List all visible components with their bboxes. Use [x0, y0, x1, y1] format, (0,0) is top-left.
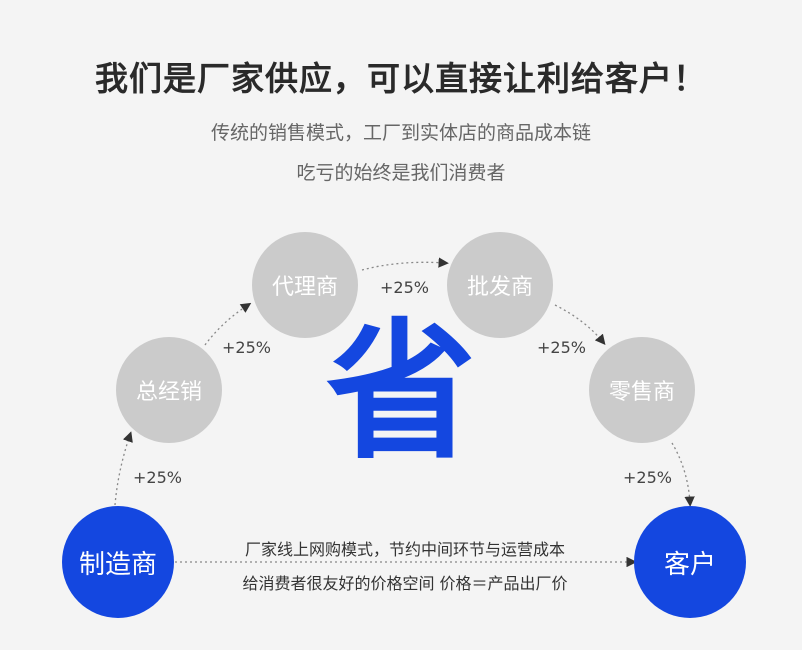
arrow-wholesaler-to-retailer [554, 304, 606, 346]
description-line-2: 给消费者很友好的价格空间 价格＝产品出厂价 [242, 574, 568, 593]
save-character: 省 [325, 306, 476, 480]
markup-agent-wholesaler: +25% [380, 278, 429, 297]
subtitle-line-1: 传统的销售模式，工厂到实体店的商品成本链 [210, 122, 591, 144]
markup-manufacturer-distributor: +25% [133, 468, 182, 487]
description-line-1: 厂家线上网购模式，节约中间环节与运营成本 [244, 540, 565, 559]
node-wholesaler: 批发商 [447, 232, 553, 338]
markup-retailer-customer: +25% [623, 468, 672, 487]
markup-wholesaler-retailer: +25% [537, 338, 586, 357]
markup-distributor-agent: +25% [222, 338, 271, 357]
node-distributor: 总经销 [116, 337, 222, 443]
arrow-agent-to-wholesaler [361, 257, 449, 271]
node-manufacturer: 制造商 [62, 506, 174, 618]
node-retailer: 零售商 [589, 337, 695, 443]
arrow-manufacturer-to-distributor [114, 431, 133, 506]
node-customer: 客户 [634, 506, 746, 618]
node-agent: 代理商 [252, 232, 358, 338]
page-title: 我们是厂家供应，可以直接让利给客户！ [95, 59, 707, 98]
subtitle-line-2: 吃亏的始终是我们消费者 [296, 162, 506, 184]
arrow-retailer-to-customer [671, 442, 695, 507]
